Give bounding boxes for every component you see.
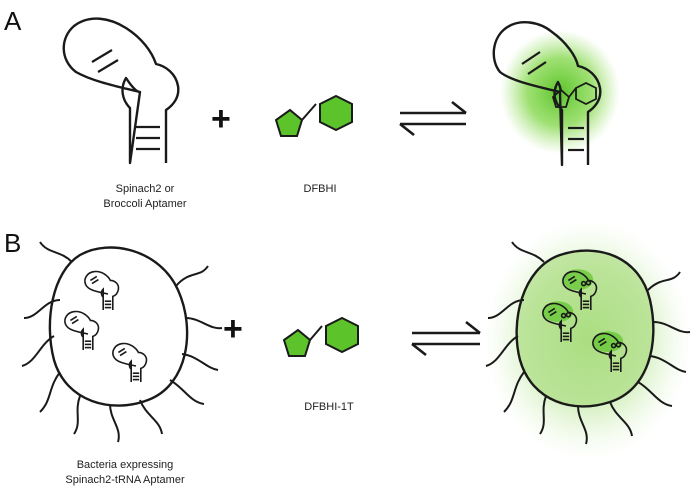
bacteria-caption-line1: Bacteria expressing xyxy=(76,459,174,471)
bacteria-caption-line2: Spinach2-tRNA Aptamer xyxy=(65,474,185,486)
equilibrium-arrows-icon-b xyxy=(411,320,481,357)
bacteria-caption: Bacteria expressing Spinach2-tRNA Aptame… xyxy=(40,458,210,488)
dye-caption-b: DFBHI-1T xyxy=(304,401,354,413)
aptamer-caption-line1: Spinach2 or xyxy=(115,183,175,195)
aptamer-caption: Spinach2 or Broccoli Aptamer xyxy=(80,182,210,212)
plus-sign-a: + xyxy=(211,100,231,138)
fluorescent-bacterium-icon xyxy=(485,241,691,445)
aptamer-hairpin-icon xyxy=(62,17,180,165)
dye-molecule-icon xyxy=(274,94,353,137)
aptamer-dye-complex-icon xyxy=(492,21,602,167)
dye-molecule-icon-b xyxy=(282,316,359,357)
panel-letter-a: A xyxy=(4,6,22,36)
equilibrium-arrows-icon xyxy=(399,100,467,137)
aptamer-caption-line2: Broccoli Aptamer xyxy=(103,198,187,210)
plus-sign-b: + xyxy=(223,310,243,348)
dye-caption-a: DFBHI xyxy=(303,183,337,195)
bacterium-icon xyxy=(21,241,223,443)
panel-letter-b: B xyxy=(4,228,22,258)
